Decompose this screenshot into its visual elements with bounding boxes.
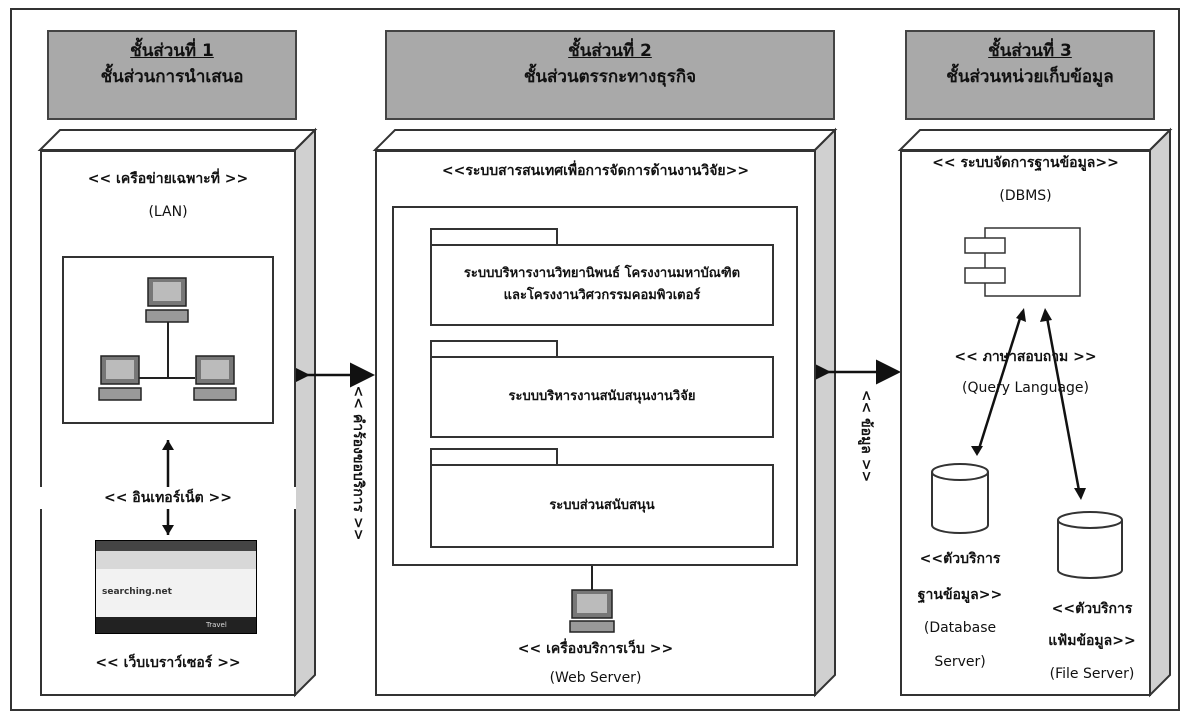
package-support-label: ระบบส่วนสนับสนุน [549,498,655,513]
tier3-node-side [1149,127,1171,698]
tier3-node-top [897,129,1173,151]
system-label: <<ระบบสารสนเทศเพื่อการจัดการด้านงานวิจัย… [441,163,750,179]
tier2-node-top [372,129,838,151]
tier2-node-side [814,127,836,698]
package-thesis-line1: ระบบบริหารงานวิทยานิพนธ์ โครงงานมหาบัณฑิ… [463,266,741,281]
fs-label-2: แฟ้มข้อมูล>> [1048,633,1136,649]
dbms-sub: (DBMS) [999,188,1052,204]
package-thesis-line2: และโครงงานวิศวกรรมคอมพิวเตอร์ [503,288,701,303]
fs-label-1: <<ตัวบริการ [1051,601,1133,617]
tier2-subtitle: ชั้นส่วนตรรกะทางธุรกิจ [523,67,697,87]
tier3-subtitle: ชั้นส่วนหน่วยเก็บข้อมูล [946,67,1114,87]
lan-label: << เครือข่ายเฉพาะที่ >> [87,171,249,187]
db-label-2: ฐานข้อมูล>> [917,587,1003,603]
request-label: << คำร้องขอบริการ >> [350,385,366,541]
tier2-header: ชั้นส่วนที่ 2 ชั้นส่วนตรรกะทางธุรกิจ [385,30,835,120]
tier2-title: ชั้นส่วนที่ 2 [568,41,652,61]
package-research-support: ระบบบริหารงานสนับสนุนงานวิจัย [430,356,774,438]
tier1-node-side [294,127,316,698]
browser-travel: Travel [206,621,227,629]
query-sub: (Query Language) [961,380,1089,396]
fs-label-3: (File Server) [1049,666,1135,682]
dbms-label: << ระบบจัดการฐานข้อมูล>> [932,155,1119,171]
internet-label: << อินเทอร์เน็ต >> [40,487,296,509]
browser-site: searching.net [102,587,172,597]
tier1-title: ชั้นส่วนที่ 1 [130,41,214,61]
db-label-1: <<ตัวบริการ [919,551,1001,567]
package-thesis: ระบบบริหารงานวิทยานิพนธ์ โครงงานมหาบัณฑิ… [430,244,774,326]
query-label: << ภาษาสอบถาม >> [954,349,1097,365]
tier1-node-top [37,129,318,151]
lan-sub: (LAN) [148,204,188,220]
db-label-4: Server) [934,654,986,670]
package-research-support-label: ระบบบริหารงานสนับสนุนงานวิจัย [508,389,696,404]
data-label: << ข้อมูล >> [858,389,874,483]
browser-label: << เว็บเบราว์เซอร์ >> [95,655,241,671]
db-label-3: (Database [923,620,997,636]
web-server-label: << เครื่องบริการเว็บ >> [517,641,674,657]
web-browser-screenshot: searching.net Travel [95,540,257,634]
diagram-frame [10,8,1180,711]
web-server-sub: (Web Server) [549,670,642,686]
tier1-header: ชั้นส่วนที่ 1 ชั้นส่วนการนำเสนอ [47,30,297,120]
lan-network-box [62,256,274,424]
tier3-header: ชั้นส่วนที่ 3 ชั้นส่วนหน่วยเก็บข้อมูล [905,30,1155,120]
tier1-subtitle: ชั้นส่วนการนำเสนอ [100,67,244,87]
tier3-title: ชั้นส่วนที่ 3 [988,41,1072,61]
package-support: ระบบส่วนสนับสนุน [430,464,774,548]
